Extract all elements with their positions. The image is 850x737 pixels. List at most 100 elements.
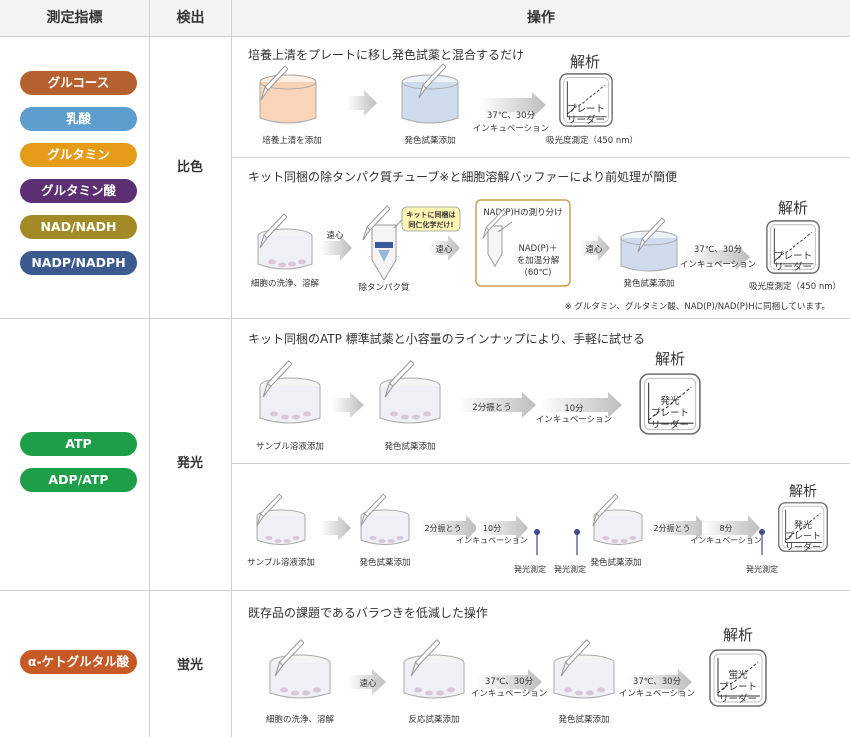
- analysis-label: 解析: [789, 484, 817, 500]
- measure-marker: [759, 529, 765, 555]
- step-label: サンプル溶液添加: [256, 441, 324, 452]
- column-divider: [231, 0, 232, 737]
- step-label: 反応試薬添加: [408, 714, 459, 725]
- step-label: 発色試薬添加: [623, 278, 674, 289]
- condition-label: 10分: [483, 524, 501, 533]
- arrow-icon: [320, 515, 351, 541]
- operation-diagrams: 培養上清を添加 発色試薬添加 37℃、30分 インキュベーション 解析 プレート…: [247, 53, 841, 725]
- kit-callout: キットに同梱は 同仁化学だけ!: [401, 206, 461, 232]
- step-label: 除タンパク質: [358, 282, 410, 293]
- step-label: 細胞の洗浄、溶解: [251, 278, 320, 289]
- arrow-icon: [428, 235, 460, 261]
- protocol-divider: [232, 157, 850, 158]
- condition-label: 37℃、30分: [694, 245, 743, 255]
- dish-with-cells-icon: [592, 493, 643, 545]
- arrow-icon: [540, 392, 622, 418]
- protocol-5: 細胞の洗浄、溶解 遠心 反応試薬添加 37℃、30分 インキュベーション: [266, 626, 767, 725]
- dish-with-cells-icon: [553, 639, 615, 699]
- reader-label: 蛍光: [728, 669, 748, 681]
- footnote: ※ グルタミン、グルタミン酸、NAD(P)/NAD(P)Hに同梱しています。: [564, 302, 830, 312]
- condition-label: 10分: [564, 404, 584, 414]
- step-label: 培養上清を添加: [262, 135, 322, 146]
- box-text: を加温分解: [517, 255, 560, 266]
- detection-fluorescence: 蛍光: [176, 658, 203, 673]
- pill-nadp-nadph: NADP/NADPH: [20, 251, 137, 275]
- callout-text: キットに同梱は: [407, 210, 456, 219]
- table-header: 測定指標 検出 操作: [0, 0, 850, 37]
- pill-atp: ATP: [20, 432, 137, 456]
- protocol-2: 細胞の洗浄、溶解 遠心 除タンパク質 キットに同梱は 同仁化学だけ! 遠心 NA…: [251, 199, 841, 293]
- dish-icon: [401, 63, 459, 124]
- condition-label: 2分振とう: [424, 523, 461, 533]
- callout-text: 同仁化学だけ!: [408, 220, 453, 229]
- condition-label: 8分: [719, 524, 732, 533]
- reader-label: リーダー: [785, 541, 821, 553]
- protocol-divider: [232, 463, 850, 464]
- reader-label: プレート: [651, 408, 689, 419]
- protocol-4: サンプル溶液添加 発色試薬添加 2分振とう 10分 インキュベーション 発光測: [247, 484, 828, 574]
- measure-label: 吸光度測定（450 nm）: [546, 135, 638, 146]
- dish-with-cells-icon: [259, 360, 321, 424]
- step-label: 発色試薬添加: [384, 441, 435, 452]
- condition-label: 2分振とう: [653, 523, 690, 533]
- header-detection: 検出: [176, 10, 205, 26]
- pill-lactate: 乳酸: [20, 107, 137, 131]
- pill-glutamate: グルタミン酸: [20, 179, 137, 203]
- column-divider: [149, 0, 150, 737]
- dish-with-cells-icon: [269, 639, 331, 699]
- protocol-1: 培養上清を添加 発色試薬添加 37℃、30分 インキュベーション 解析 プレート…: [259, 53, 638, 146]
- heat-box: NAD(P)Hの測り分け NAD(P)＋ を加温分解 (60℃): [475, 199, 571, 287]
- reader-label: リーダー: [651, 419, 689, 431]
- row-divider: [0, 590, 850, 591]
- reader-label: 発光: [794, 519, 812, 531]
- pill-adp-atp: ADP/ATP: [20, 468, 137, 492]
- pill-glucose: グルコース: [20, 71, 137, 95]
- step-label: 発色試薬添加: [590, 557, 641, 568]
- arrow-icon: [476, 515, 528, 541]
- header-operation: 操作: [527, 10, 555, 26]
- condition-label: 37℃、30分: [487, 111, 536, 121]
- arrow-icon: [626, 669, 692, 695]
- reader-label: 発光: [660, 395, 680, 407]
- reader-label: プレート: [774, 251, 812, 262]
- spin-label: 遠心: [585, 244, 603, 255]
- reader-label: リーダー: [774, 261, 812, 273]
- arrow-icon: [480, 92, 546, 118]
- dish-icon: [259, 65, 317, 124]
- analysis-label: 解析: [655, 350, 685, 368]
- condition-label: 37℃、30分: [633, 677, 682, 687]
- condition-label: インキュベーション: [690, 536, 762, 545]
- pill-nad-nadh: NAD/NADH: [20, 215, 137, 239]
- step-label: サンプル溶液添加: [247, 557, 315, 568]
- arrow-icon: [348, 669, 386, 695]
- analysis-label: 解析: [570, 53, 600, 71]
- arrow-icon: [650, 515, 708, 541]
- dish-with-cells-icon: [360, 493, 410, 545]
- measure-label: 発光測定: [746, 564, 778, 574]
- protocol-heading: キット同梱のATP 標準試薬と小容量のラインナップにより、手軽に試せる: [248, 332, 645, 346]
- condition-label: インキュベーション: [680, 260, 756, 270]
- arrow-icon: [320, 235, 352, 261]
- arrow-icon: [420, 515, 478, 541]
- measure-label: 発光測定: [554, 564, 586, 574]
- condition-label: 37℃、30分: [485, 677, 534, 687]
- arrow-icon: [332, 392, 364, 418]
- analysis-label: 解析: [723, 626, 753, 644]
- box-text: NAD(P)＋: [519, 244, 558, 254]
- measure-marker: [534, 529, 540, 555]
- pill-glutamine: グルタミン: [20, 143, 137, 167]
- dish-icon: [620, 217, 678, 272]
- step-label: 発色試薬添加: [558, 714, 609, 725]
- analysis-label: 解析: [778, 199, 808, 217]
- condition-label: インキュベーション: [456, 536, 528, 545]
- reader-label: プレート: [567, 104, 605, 115]
- measure-marker: [574, 529, 580, 555]
- arrow-icon: [578, 235, 610, 261]
- condition-label: 2分振とう: [472, 402, 511, 413]
- row-divider: [0, 318, 850, 319]
- measure-label: 発光測定: [514, 564, 546, 574]
- arrow-icon: [476, 669, 542, 695]
- condition-label: インキュベーション: [536, 415, 612, 425]
- arrow-icon: [684, 244, 750, 270]
- protocol-3: サンプル溶液添加 発色試薬添加 2分振とう 10分 インキュベーション 解析 発…: [256, 350, 701, 452]
